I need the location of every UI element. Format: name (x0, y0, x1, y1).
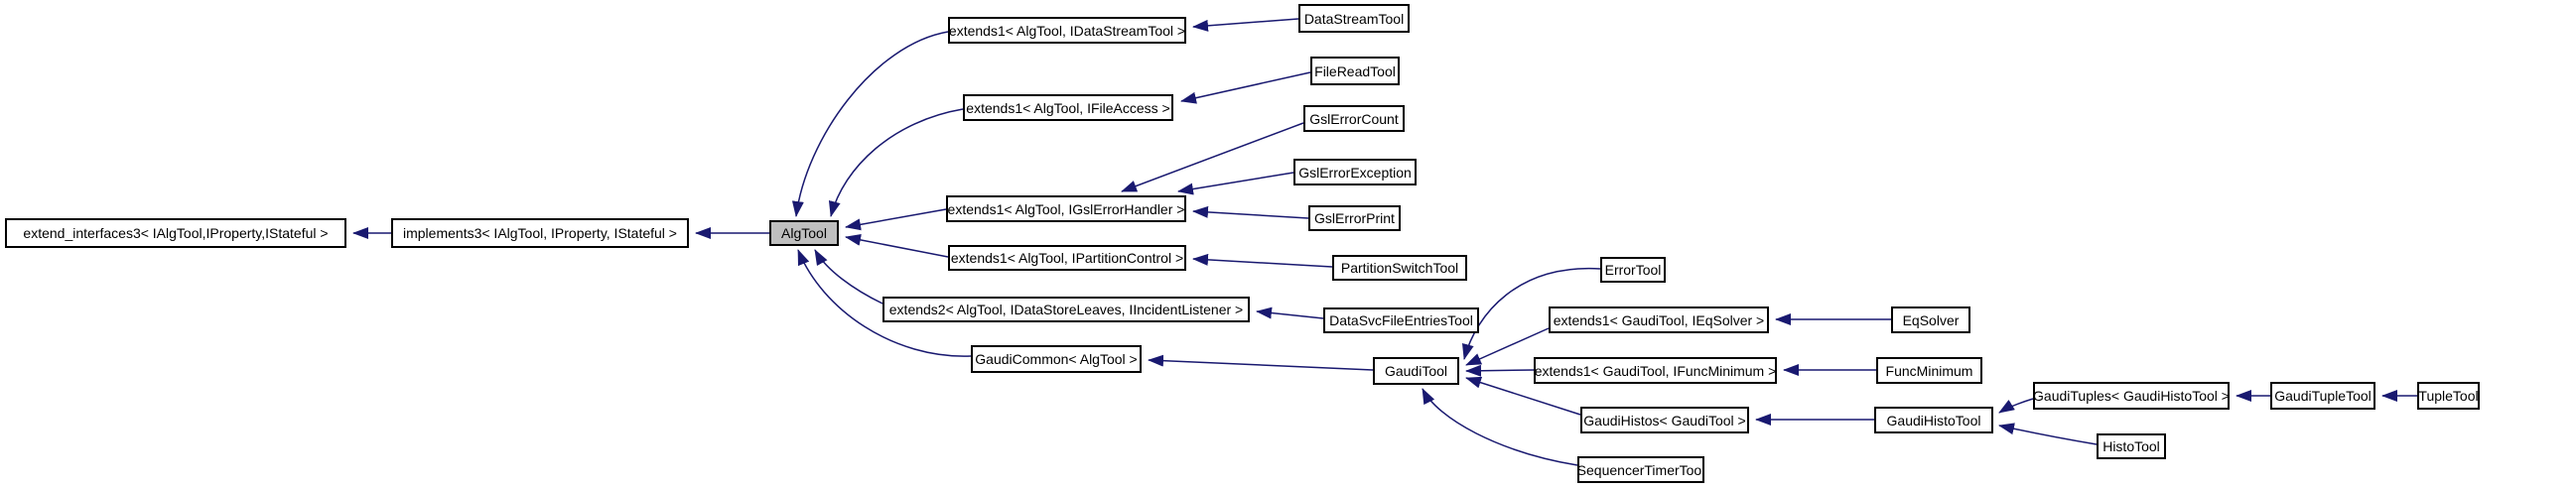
edge-gaudituples-to-gaudihistotool (1998, 398, 2034, 414)
node-gaudihistos[interactable]: GaudiHistos< GaudiTool > (1580, 407, 1749, 433)
edge-gauditool-to-gaudicommon (1148, 354, 1374, 371)
edge-ext-gslerrorhandler-to-algtool (845, 208, 947, 231)
edge-datastreamtool-to-ext-datastream (1192, 18, 1299, 32)
node-extends1-ifuncminimum[interactable]: extends1< GaudiTool, IFuncMinimum > (1534, 357, 1777, 384)
edge-sequencertimertool-to-gauditool (1422, 388, 1578, 466)
node-gaudicommon[interactable]: GaudiCommon< AlgTool > (971, 345, 1142, 373)
node-extends1-idatastreamtool[interactable]: extends1< AlgTool, IDataStreamTool > (948, 17, 1186, 44)
node-gslerrorexception[interactable]: GslErrorException (1293, 159, 1417, 185)
edge-ext-fileaccess-to-algtool (828, 108, 964, 217)
node-extend-interfaces3[interactable]: extend_interfaces3< IAlgTool,IProperty,I… (5, 218, 346, 248)
node-datastreamtool[interactable]: DataStreamTool (1298, 4, 1410, 33)
node-gaudituples[interactable]: GaudiTuples< GaudiHistoTool > (2033, 382, 2230, 410)
node-extends1-ifileaccess[interactable]: extends1< AlgTool, IFileAccess > (963, 94, 1173, 121)
node-eqsolver[interactable]: EqSolver (1891, 306, 1970, 333)
node-extends1-igslerrorhandler[interactable]: extends1< AlgTool, IGslErrorHandler > (946, 195, 1186, 222)
node-histotool[interactable]: HistoTool (2097, 433, 2166, 459)
node-extends2-idatastoreleaves[interactable]: extends2< AlgTool, IDataStoreLeaves, IIn… (882, 297, 1250, 322)
edge-histotool-to-gaudihistotool (1998, 423, 2098, 445)
node-gslerrorcount[interactable]: GslErrorCount (1303, 105, 1405, 132)
node-funcminimum[interactable]: FuncMinimum (1876, 357, 1982, 384)
edge-datasvcfileentriestool-to-ext2 (1256, 306, 1324, 319)
node-gslerrorprint[interactable]: GslErrorPrint (1308, 205, 1401, 231)
edge-ext-partitioncontrol-to-algtool (845, 233, 949, 258)
edge-gslerrorprint-to-ext-gslerrorhandler (1192, 205, 1309, 219)
node-algtool[interactable]: AlgTool (769, 220, 839, 246)
edge-ext-datastream-to-algtool (791, 31, 949, 217)
node-implements3[interactable]: implements3< IAlgTool, IProperty, IState… (391, 218, 689, 248)
node-gaudituplettool[interactable]: GaudiTupleTool (2270, 382, 2375, 410)
edge-gslerrorexception-to-ext-gslerrorhandler (1177, 172, 1294, 195)
edge-ext-eqsolver-to-gauditool (1465, 327, 1550, 366)
edge-partitionswitchtool-to-ext-partitioncontrol (1192, 253, 1333, 268)
node-datasvcfileentriestool[interactable]: DataSvcFileEntriesTool (1323, 307, 1479, 333)
node-tupletool[interactable]: TupleTool (2417, 382, 2480, 410)
node-extends1-ipartitioncontrol[interactable]: extends1< AlgTool, IPartitionControl > (948, 245, 1186, 271)
edge-gaudihistos-to-gauditool (1465, 376, 1581, 416)
edge-ext-funcminimum-to-gauditool (1465, 364, 1535, 377)
node-gaudihistotool[interactable]: GaudiHistoTool (1874, 407, 1993, 433)
edge-ext2-datastoreleaves-to-algtool (814, 249, 883, 305)
node-filereadtool[interactable]: FileReadTool (1310, 57, 1400, 85)
node-gauditool[interactable]: GaudiTool (1373, 357, 1459, 385)
node-extends1-ieqsolver[interactable]: extends1< GaudiTool, IEqSolver > (1549, 306, 1769, 333)
node-partitionswitchtool[interactable]: PartitionSwitchTool (1332, 255, 1467, 281)
edge-errortool-to-gauditool (1461, 267, 1601, 360)
edge-gaudicommon-to-algtool (797, 249, 972, 357)
node-errortool[interactable]: ErrorTool (1600, 257, 1666, 283)
node-sequencertimertool[interactable]: SequencerTimerTool (1577, 456, 1704, 483)
edge-filereadtool-to-ext-fileaccess (1180, 71, 1311, 104)
edge-gslerrorcount-to-ext-gslerrorhandler (1121, 122, 1304, 192)
